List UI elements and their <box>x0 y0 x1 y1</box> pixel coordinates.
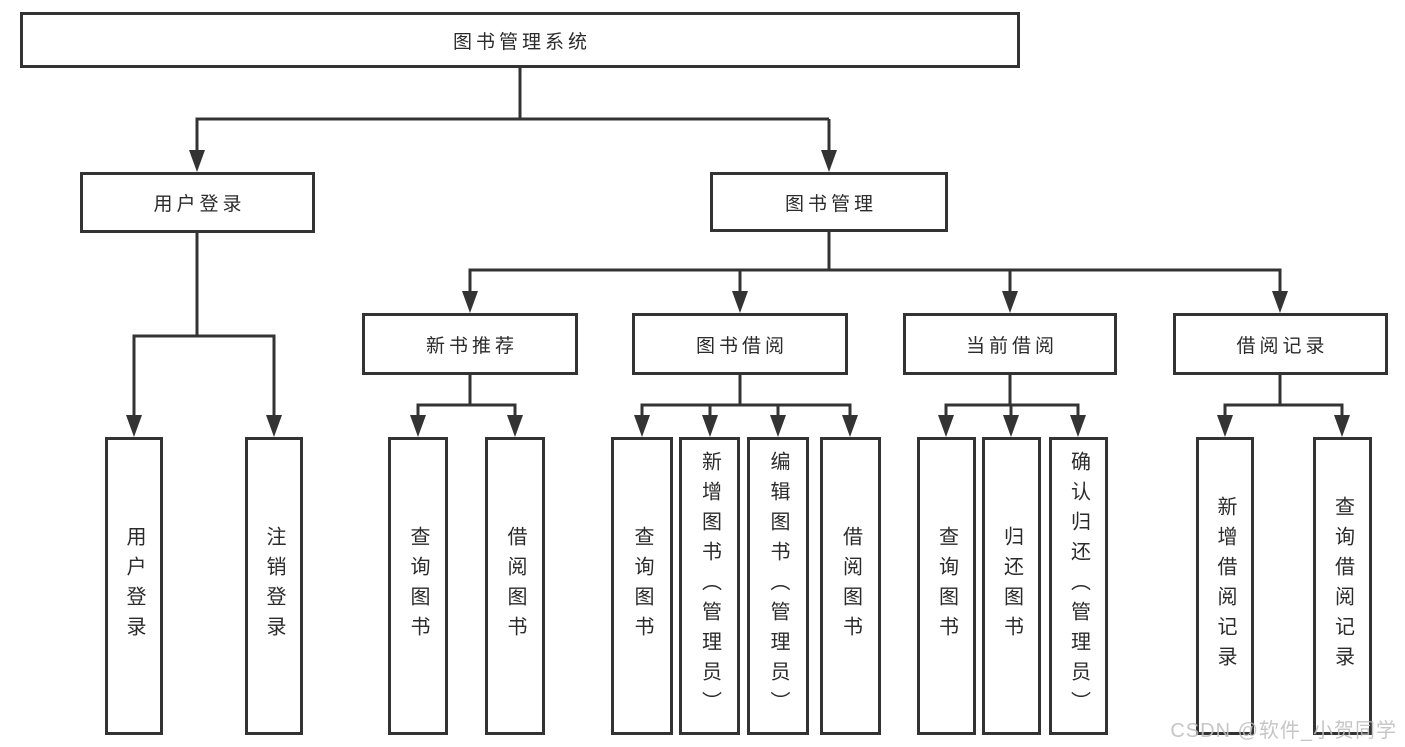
leaf-user-login: 用户登录 <box>105 437 163 735</box>
leaf-logout: 注销登录 <box>245 437 303 735</box>
arrow-down-icon <box>1003 415 1019 437</box>
connector-paths <box>132 68 1344 417</box>
connector-userlogin-to-leaves <box>132 233 276 417</box>
arrow-down-icon <box>702 415 718 437</box>
node-root: 图书管理系统 <box>20 12 1020 68</box>
leaf-confirm-return-admin: 确认归还（管理员） <box>1049 437 1108 735</box>
leaf-label: 新增借阅记录 <box>1214 496 1236 676</box>
csdn-watermark: CSDN @软件_小贺同学 <box>1170 720 1397 742</box>
leaf-label: 用户登录 <box>123 526 145 646</box>
arrow-down-icon <box>770 415 786 437</box>
arrow-down-icon <box>821 150 837 172</box>
arrow-down-icon <box>1002 291 1018 313</box>
leaf-borrow-book-1: 借阅图书 <box>485 437 545 735</box>
node-current-borrow-label: 当前借阅 <box>965 335 1058 357</box>
node-current-borrow: 当前借阅 <box>903 313 1117 375</box>
leaf-query-book-3: 查询图书 <box>917 437 976 735</box>
leaf-label: 新增图书（管理员） <box>698 451 721 721</box>
node-user-login: 用户登录 <box>80 172 315 233</box>
arrow-down-icon <box>842 415 858 437</box>
node-book-management-label: 图书管理 <box>784 193 877 215</box>
leaf-label: 归还图书 <box>1000 526 1023 646</box>
connector-newbook-to-leaves <box>416 375 517 417</box>
leaf-label: 注销登录 <box>263 526 285 646</box>
leaf-add-book-admin: 新增图书（管理员） <box>679 437 740 735</box>
arrow-down-icon <box>126 415 142 437</box>
node-book-borrow-label: 图书借阅 <box>695 335 788 357</box>
connector-root-to-level1 <box>195 68 831 152</box>
arrow-down-icon <box>1217 415 1233 437</box>
leaf-label: 编辑图书（管理员） <box>767 451 789 721</box>
connector-bookborrow-to-leaves <box>640 375 852 417</box>
leaf-edit-book-admin: 编辑图书（管理员） <box>747 437 809 735</box>
node-borrow-record-label: 借阅记录 <box>1236 335 1329 357</box>
connector-currentborrow-to-leaves <box>944 375 1080 417</box>
leaf-label: 查询图书 <box>631 526 653 646</box>
leaf-label: 确认归还（管理员） <box>1067 451 1090 721</box>
leaf-return-book: 归还图书 <box>982 437 1041 735</box>
arrow-down-icon <box>462 291 478 313</box>
arrow-down-icon <box>507 415 523 437</box>
node-book-borrow: 图书借阅 <box>632 313 848 375</box>
connector-borrowrecord-to-leaves <box>1223 375 1344 417</box>
leaf-label: 查询图书 <box>407 526 429 646</box>
node-book-management: 图书管理 <box>710 172 948 232</box>
leaf-label: 查询借阅记录 <box>1331 496 1354 676</box>
leaf-query-borrow-record: 查询借阅记录 <box>1313 437 1372 735</box>
leaf-query-book-2: 查询图书 <box>611 437 673 735</box>
leaf-query-book-1: 查询图书 <box>388 437 448 735</box>
arrow-down-icon <box>1334 415 1350 437</box>
leaf-label: 借阅图书 <box>839 526 862 646</box>
arrow-down-icon <box>938 415 954 437</box>
node-new-book-recommend-label: 新书推荐 <box>425 335 518 357</box>
arrow-down-icon <box>189 150 205 172</box>
arrowheads <box>126 150 1350 437</box>
leaf-add-borrow-record: 新增借阅记录 <box>1196 437 1254 735</box>
leaf-borrow-book-2: 借阅图书 <box>820 437 881 735</box>
connector-bookmgmt-to-level2 <box>468 232 1282 293</box>
leaf-label: 查询图书 <box>935 526 958 646</box>
arrow-down-icon <box>1272 291 1288 313</box>
arrow-down-icon <box>1070 415 1086 437</box>
node-borrow-record: 借阅记录 <box>1173 313 1388 375</box>
arrow-down-icon <box>266 415 282 437</box>
arrow-down-icon <box>732 291 748 313</box>
arrow-down-icon <box>634 415 650 437</box>
arrow-down-icon <box>410 415 426 437</box>
node-new-book-recommend: 新书推荐 <box>362 313 578 375</box>
node-user-login-label: 用户登录 <box>153 194 246 215</box>
leaf-label: 借阅图书 <box>504 526 526 646</box>
node-root-label: 图书管理系统 <box>452 31 591 53</box>
